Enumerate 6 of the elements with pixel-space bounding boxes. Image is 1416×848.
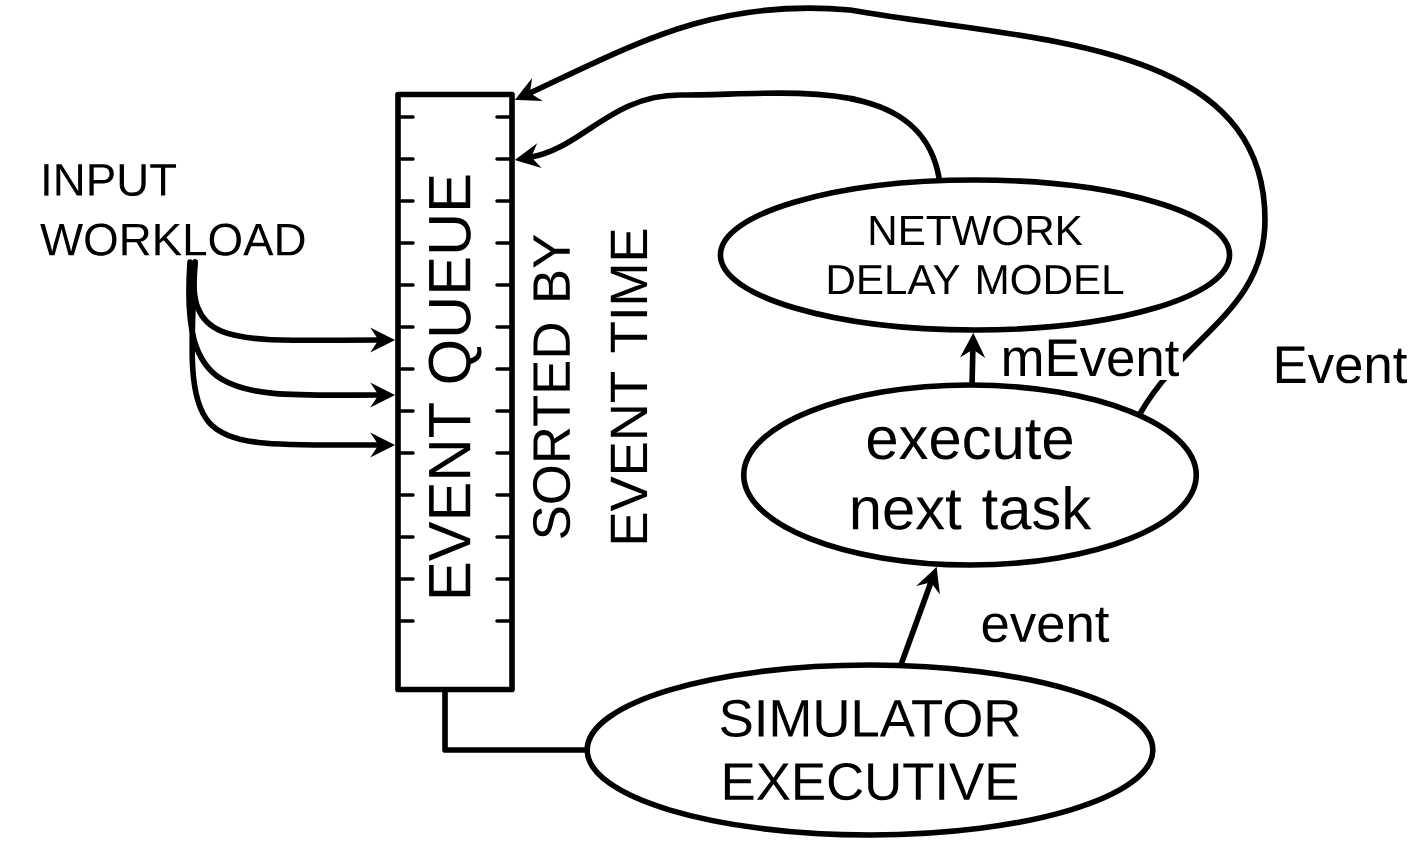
queue-box: EVENT QUEUE [395,91,515,693]
workload-label: INPUT WORKLOAD [40,164,305,256]
edge-label: mEvent [997,336,1183,380]
edge-label: event [977,604,1113,646]
side-note: SORTED BY EVENT TIME [532,229,648,543]
edge-label: Event [1269,343,1411,387]
